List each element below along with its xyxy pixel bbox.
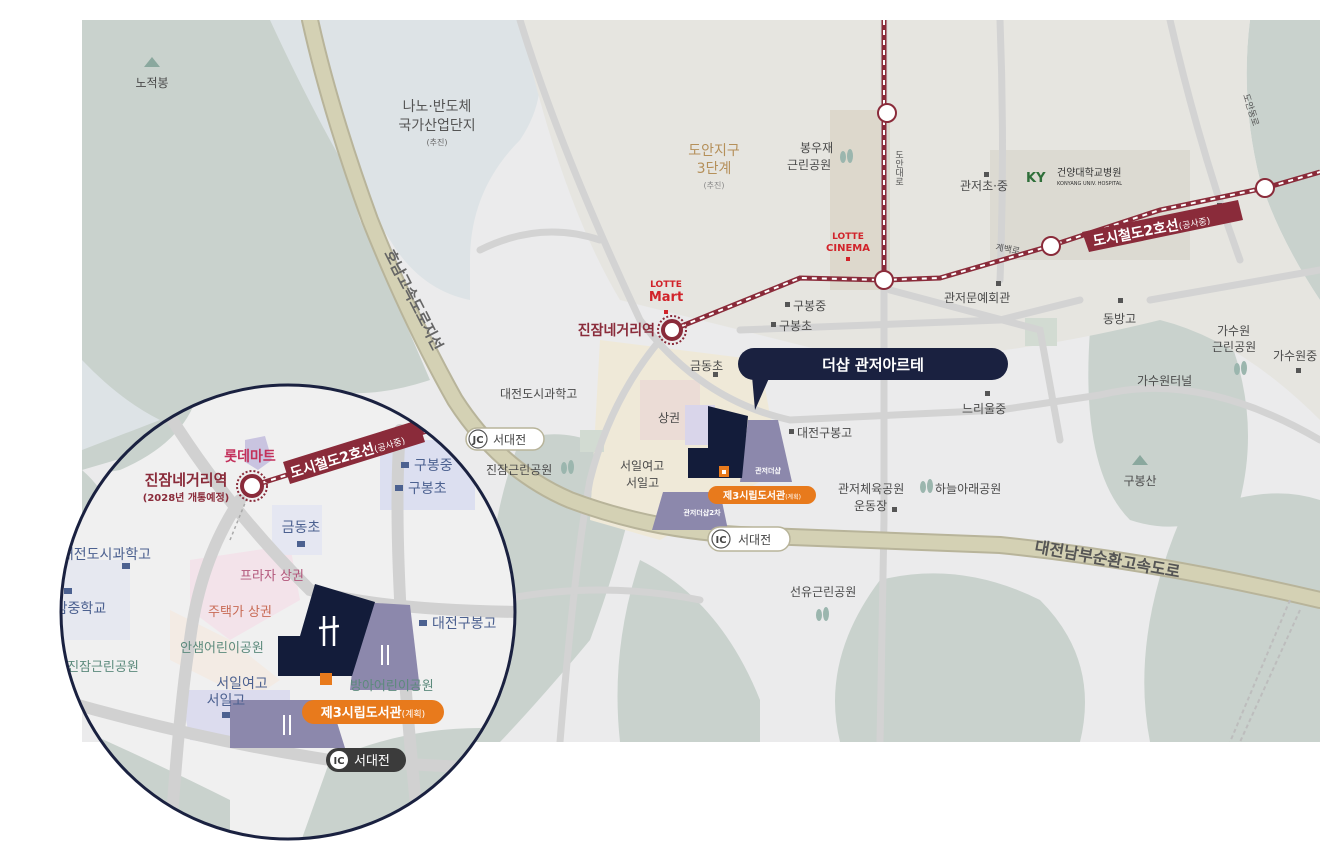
library-label: 제3시립도서관(계획) <box>723 489 801 502</box>
place-jinjam-park: 진잠근린공원 <box>486 463 552 477</box>
jc-badge: JC <box>471 435 483 446</box>
railway-line-2 <box>671 20 1320 742</box>
station-label-jinjam: 진잠네거리역 <box>578 322 655 339</box>
interchange-jc: JC 서대전 <box>465 427 545 451</box>
inset-zone-plaza: 프라자 상권 <box>240 569 304 584</box>
school-seoil-girls: 서일여고 <box>620 459 664 473</box>
inset-map-border <box>59 383 517 841</box>
school-daejeon-science: 대전도시과학고 <box>500 387 577 401</box>
hospital-name: 건양대학교병원 <box>1057 167 1121 179</box>
brand-lotte-cinema-top: LOTTE <box>832 232 864 242</box>
brand-lotte-mart-top: LOTTE <box>650 280 682 290</box>
inset-park-ansaem: 안샘어린이공원 <box>180 641 264 656</box>
site-callout-label: 더샵 관저아르테 <box>822 356 924 374</box>
place-gasuwon-tunnel: 가수원터널 <box>1137 374 1192 388</box>
inset-school-seoil-girls: 서일여고 <box>216 676 268 692</box>
apartment-complexes <box>652 406 792 530</box>
apartment-label-2: 관저더샵2차 <box>683 508 721 517</box>
inset-park-jinjam: 진잠근린공원 <box>67 660 139 675</box>
ic-name: 서대전 <box>738 533 771 547</box>
place-bongwoojae-park: 근린공원 <box>787 158 831 172</box>
inset-library-label: 제3시립도서관(계획) <box>321 705 425 721</box>
inset-school-gubong-go: 대전구봉고 <box>432 616 497 632</box>
district-doan-line1: 도안지구 <box>688 143 740 159</box>
place-stadium: 운동장 <box>854 499 887 513</box>
site-callout: 더샵 관저아르테 <box>738 348 1008 410</box>
water-areas <box>82 20 540 450</box>
district-nano-line1: 나노·반도체 <box>403 99 472 115</box>
apartment-label-1: 관저더샵 <box>755 466 781 475</box>
rail-stations <box>874 103 1275 290</box>
apartment-kwanjeo-thesharp <box>740 420 792 482</box>
hospital-sub: KONYANG UNIV. HOSPITAL <box>1057 181 1122 187</box>
inset-lotte-mart: 롯데마트 <box>224 449 276 465</box>
district-nano-line2: 국가산업단지 <box>398 118 475 134</box>
ic-badge: IC <box>715 535 726 546</box>
school-geumdong-cho: 금동초 <box>690 359 723 373</box>
school-seoil: 서일고 <box>626 476 659 490</box>
place-bongwoojae: 봉우재 <box>800 141 833 155</box>
library-badge: 제3시립도서관(계획) <box>708 486 816 504</box>
place-gasuwon-park: 근린공원 <box>1212 340 1256 354</box>
inset-ic-name: 서대전 <box>354 754 390 769</box>
place-commercial: 상권 <box>658 411 680 425</box>
highways <box>301 20 1320 609</box>
jc-name: 서대전 <box>493 433 526 447</box>
district-doan-line2: 3단계 <box>697 161 732 177</box>
inset-park-banga: 방아어린이공원 <box>350 679 434 694</box>
inset-library-badge: 제3시립도서관(계획) <box>302 700 444 724</box>
inset-school-gubong-cho: 구봉초 <box>408 481 447 497</box>
inset-school-seoil: 서일고 <box>207 693 246 709</box>
interchange-ic: IC 서대전 <box>707 526 791 552</box>
peak-icons <box>144 57 1148 465</box>
park-tree-icons <box>561 149 1247 621</box>
inset-zone-residential: 주택가 상권 <box>208 605 272 620</box>
peak-label-gubongsan: 구봉산 <box>1123 474 1156 488</box>
inset-school-gubong-jung: 구봉중 <box>414 458 453 474</box>
inset-ic-badge: IC 서대전 <box>326 748 406 772</box>
place-gasuwon: 가수원 <box>1217 324 1250 338</box>
place-seonyu-park: 선유근린공원 <box>790 585 856 599</box>
inset-library-marker <box>320 673 332 685</box>
urban-areas <box>520 20 1320 540</box>
school-gubong-cho: 구봉초 <box>779 319 812 333</box>
inset-ic-badge-text: IC <box>333 756 344 767</box>
brand-lotte-cinema-bottom: CINEMA <box>826 243 870 254</box>
school-gasuwon-jung: 가수원중 <box>1273 349 1317 363</box>
school-gubong-jung: 구봉중 <box>793 299 826 313</box>
inset-station-label: 진잠네거리역 <box>145 471 228 489</box>
apartment-kwanjeo-thesharp-2 <box>652 492 728 530</box>
place-gwanjeo-sports-park: 관저체육공원 <box>838 482 904 496</box>
school-dongbang: 동방고 <box>1103 312 1136 326</box>
inset-site-building <box>278 584 375 676</box>
school-daejeon-gubong: 대전구봉고 <box>797 426 852 440</box>
district-doan-status: (추진) <box>704 180 725 190</box>
inset-school-jinjam-jung: 진잠중학교 <box>42 601 107 617</box>
jinjam-station-marker <box>657 315 687 345</box>
place-haneularae-park: 하늘아래공원 <box>935 482 1001 496</box>
school-gwanjeo-cho-jung: 관저초·중 <box>960 179 1008 193</box>
place-munye-hall: 관저문예회관 <box>944 291 1010 305</box>
inset-map: 롯데마트 진잠네거리역 (2028년 개통예정) 구봉중 구봉초 금동초 대전도… <box>42 383 517 841</box>
main-map: 노적봉 구봉산 나노·반도체 국가산업단지 (추진) 도안지구 3단계 (추진)… <box>82 20 1320 742</box>
site-building <box>688 406 748 478</box>
road-label-doan-daero: 도안대로 <box>893 150 903 186</box>
district-nano-status: (추진) <box>427 137 448 147</box>
peak-label-nojeokbong: 노적봉 <box>135 76 168 90</box>
inset-school-geumdong-cho: 금동초 <box>282 520 321 536</box>
inset-station-note: (2028년 개통예정) <box>143 491 229 504</box>
hospital-logo: KY <box>1026 171 1046 186</box>
inset-school-science: 대전도시과학고 <box>61 547 151 563</box>
brand-lotte-mart-bottom: Mart <box>649 290 683 305</box>
school-neuriul-jung: 느리울중 <box>962 402 1006 416</box>
